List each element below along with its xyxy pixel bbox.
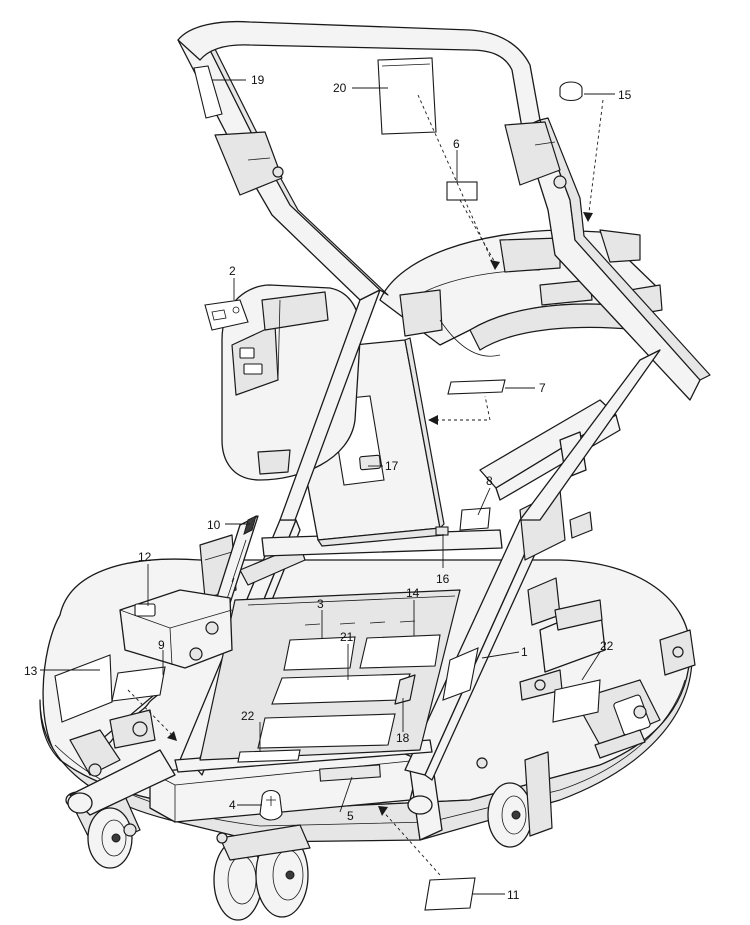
callout-15: 15: [618, 88, 632, 102]
install-arrows: [127, 94, 604, 876]
callout-1: 1: [521, 645, 528, 659]
callout-3: 3: [317, 597, 324, 611]
callout-14: 14: [406, 586, 420, 600]
callout-5: 5: [347, 809, 354, 823]
callout-13: 13: [24, 664, 38, 678]
callout-17: 17: [385, 459, 399, 473]
left-controls: [54, 515, 259, 723]
leader-lines: [40, 79, 615, 895]
callout-21: 21: [340, 630, 354, 644]
callout-19: 19: [251, 73, 265, 87]
height-lever-spring: [69, 689, 161, 777]
decal-16: [435, 526, 449, 536]
callout-22-front: 22: [241, 709, 255, 723]
callout-6: 6: [453, 137, 460, 151]
callout-12: 12: [138, 550, 152, 564]
callout-11: 11: [507, 888, 520, 902]
callout-16: 16: [436, 572, 450, 586]
callout-22-right: 22: [600, 639, 614, 653]
callout-9: 9: [158, 638, 165, 652]
decal-8: [459, 507, 491, 531]
callout-2: 2: [229, 264, 236, 278]
decal-11: [424, 877, 476, 911]
callout-4: 4: [229, 798, 236, 812]
decal-7: [447, 379, 506, 395]
callout-18: 18: [396, 731, 410, 745]
wheels: [65, 751, 553, 921]
callout-20: 20: [333, 81, 347, 95]
decal-15: [559, 81, 583, 102]
callout-labels: 1 2 3 4 5 6 7 8 9 10 11 12 13 14 15 16 1…: [24, 73, 632, 902]
callout-10: 10: [207, 518, 221, 532]
callout-8: 8: [486, 474, 493, 488]
loose-decals: [424, 81, 583, 911]
decal-6: [446, 181, 478, 201]
callout-7: 7: [539, 381, 546, 395]
rops-bar: [177, 20, 711, 521]
